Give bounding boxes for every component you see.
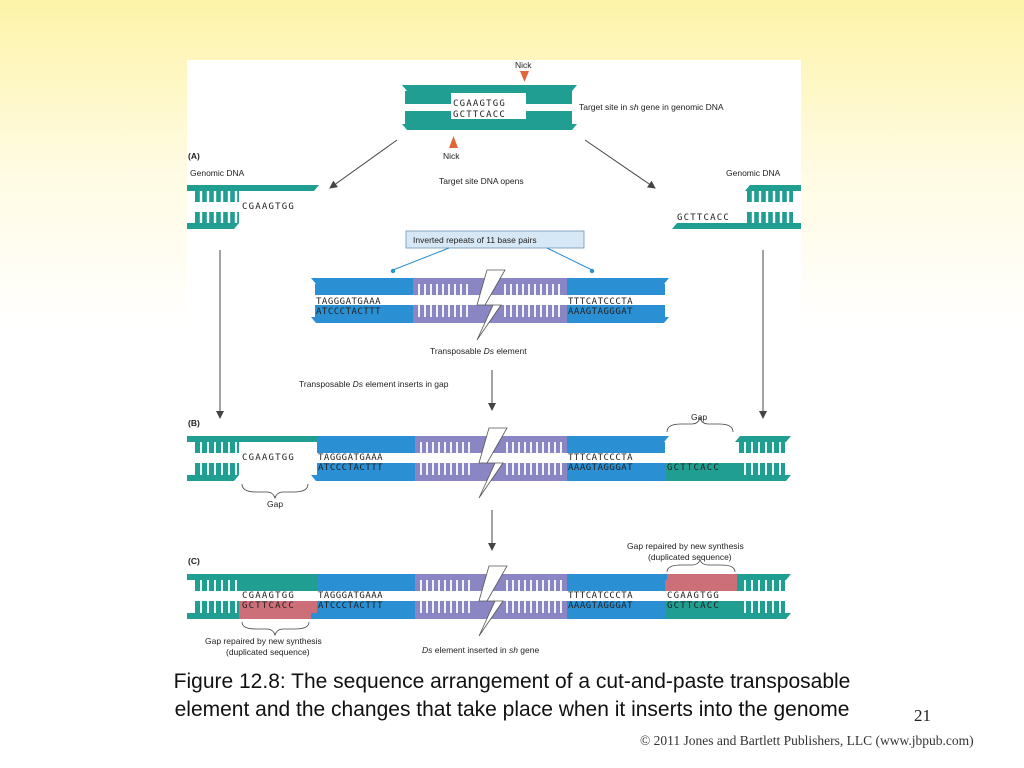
target-site-label: Target site in sh gene in genomic DNA: [579, 102, 724, 112]
b-repeat-left-top: TAGGGATGAAA: [318, 453, 383, 463]
gap-bottom-brace: [241, 483, 309, 500]
pointer-right: [546, 247, 593, 271]
genomic-dna-left-label: Genomic DNA: [190, 168, 245, 178]
left-top-seq: CGAAGTGG: [242, 202, 295, 212]
ds-inserted-label: Ds element inserted in sh gene: [422, 645, 539, 655]
genomic-dna-left: CGAAGTGG: [187, 185, 319, 229]
b-left-top-seq: CGAAGTGG: [242, 453, 295, 463]
caption-line-1: Figure 12.8: The sequence arrangement of…: [173, 670, 851, 693]
transposon-figure: Nick CGAAGTGG GCTTCACC Target site in sh…: [187, 60, 801, 662]
page-number: 21: [914, 706, 931, 725]
ds-right-bottom-seq: AAAGTAGGGAT: [568, 307, 633, 317]
inverted-repeats-box: [405, 230, 585, 249]
genomic-dna-right-label: Genomic DNA: [726, 168, 781, 178]
ds-right-top-seq: TTTCATCCCTA: [568, 297, 633, 307]
figure-svg: Nick CGAAGTGG GCTTCACC Target site in sh…: [187, 60, 801, 657]
nick-bottom-label: Nick: [443, 151, 460, 161]
right-bottom-seq: GCTTCACC: [677, 213, 730, 223]
duplicated-right-label: (duplicated sequence): [648, 552, 732, 562]
gap-repaired-right-label: Gap repaired by new synthesis: [627, 541, 744, 551]
gap-top-label: Gap: [691, 412, 707, 422]
ds-left-bottom-seq: ATCCCTACTTT: [316, 307, 381, 317]
ds-left-top-seq: TAGGGATGAAA: [316, 297, 381, 307]
nick-bottom-arrow: [449, 136, 458, 148]
nick-top-label: Nick: [515, 60, 532, 70]
inverted-repeats-label: Inverted repeats of 11 base pairs: [413, 235, 537, 245]
pointer-left: [392, 247, 450, 271]
copyright-notice: © 2011 Jones and Bartlett Publishers, LL…: [640, 733, 974, 748]
ds-inserts-label: Transposable Ds element inserts in gap: [299, 379, 449, 389]
panel-b-label: (B): [188, 418, 200, 428]
b-repeat-left-bottom: ATCCCTACTTT: [318, 463, 383, 473]
target-top-seq: CGAAGTGG: [453, 99, 506, 109]
c-left-top-seq: CGAAGTGG: [242, 591, 295, 601]
repaired-left-brace: [241, 621, 310, 637]
c-right-top-seq: CGAAGTGG: [667, 591, 720, 601]
panel-c-label: (C): [188, 556, 200, 566]
figure-caption: Figure 12.8: The sequence arrangement of…: [60, 668, 964, 724]
gap-top-brace: [666, 416, 734, 433]
panel-a-label: (A): [188, 151, 200, 161]
c-left-bottom-seq: GCTTCACC: [242, 601, 295, 611]
c-repeat-right-top: TTTCATCCCTA: [568, 591, 633, 601]
duplicated-left-label: (duplicated sequence): [226, 647, 310, 657]
target-bottom-seq: GCTTCACC: [453, 110, 506, 120]
split-arrow-left: [329, 139, 398, 189]
c-right-bottom-seq: GCTTCACC: [667, 601, 720, 611]
target-opens-label: Target site DNA opens: [439, 176, 524, 186]
panel-c-dna: CGAAGTGG GCTTCACC TAGGGATGAAA ATCCCTACTT…: [187, 565, 791, 637]
ds-element: TAGGGATGAAA ATCCCTACTTT TTTCATCCCTA AAAG…: [311, 269, 669, 341]
panel-b-dna: CGAAGTGG TAGGGATGAAA ATCCCTACTTT TTTCATC…: [187, 427, 791, 499]
c-repeat-left-bottom: ATCCCTACTTT: [318, 601, 383, 611]
gap-bottom-label: Gap: [267, 499, 283, 509]
b-right-bottom-seq: GCTTCACC: [667, 463, 720, 473]
gap-repaired-left-label: Gap repaired by new synthesis: [205, 636, 322, 646]
b-repeat-right-bottom: AAAGTAGGGAT: [568, 463, 633, 473]
nick-top-arrow: [520, 71, 529, 82]
c-repeat-right-bottom: AAAGTAGGGAT: [568, 601, 633, 611]
genomic-dna-right: GCTTCACC: [672, 185, 801, 229]
c-repeat-left-top: TAGGGATGAAA: [318, 591, 383, 601]
b-repeat-right-top: TTTCATCCCTA: [568, 453, 633, 463]
caption-line-2: element and the changes that take place …: [174, 698, 850, 721]
repaired-right-brace: [666, 558, 736, 573]
target-dna: CGAAGTGG GCTTCACC: [402, 85, 577, 130]
ds-element-label: Transposable Ds element: [430, 346, 527, 356]
split-arrow-right: [584, 139, 656, 189]
